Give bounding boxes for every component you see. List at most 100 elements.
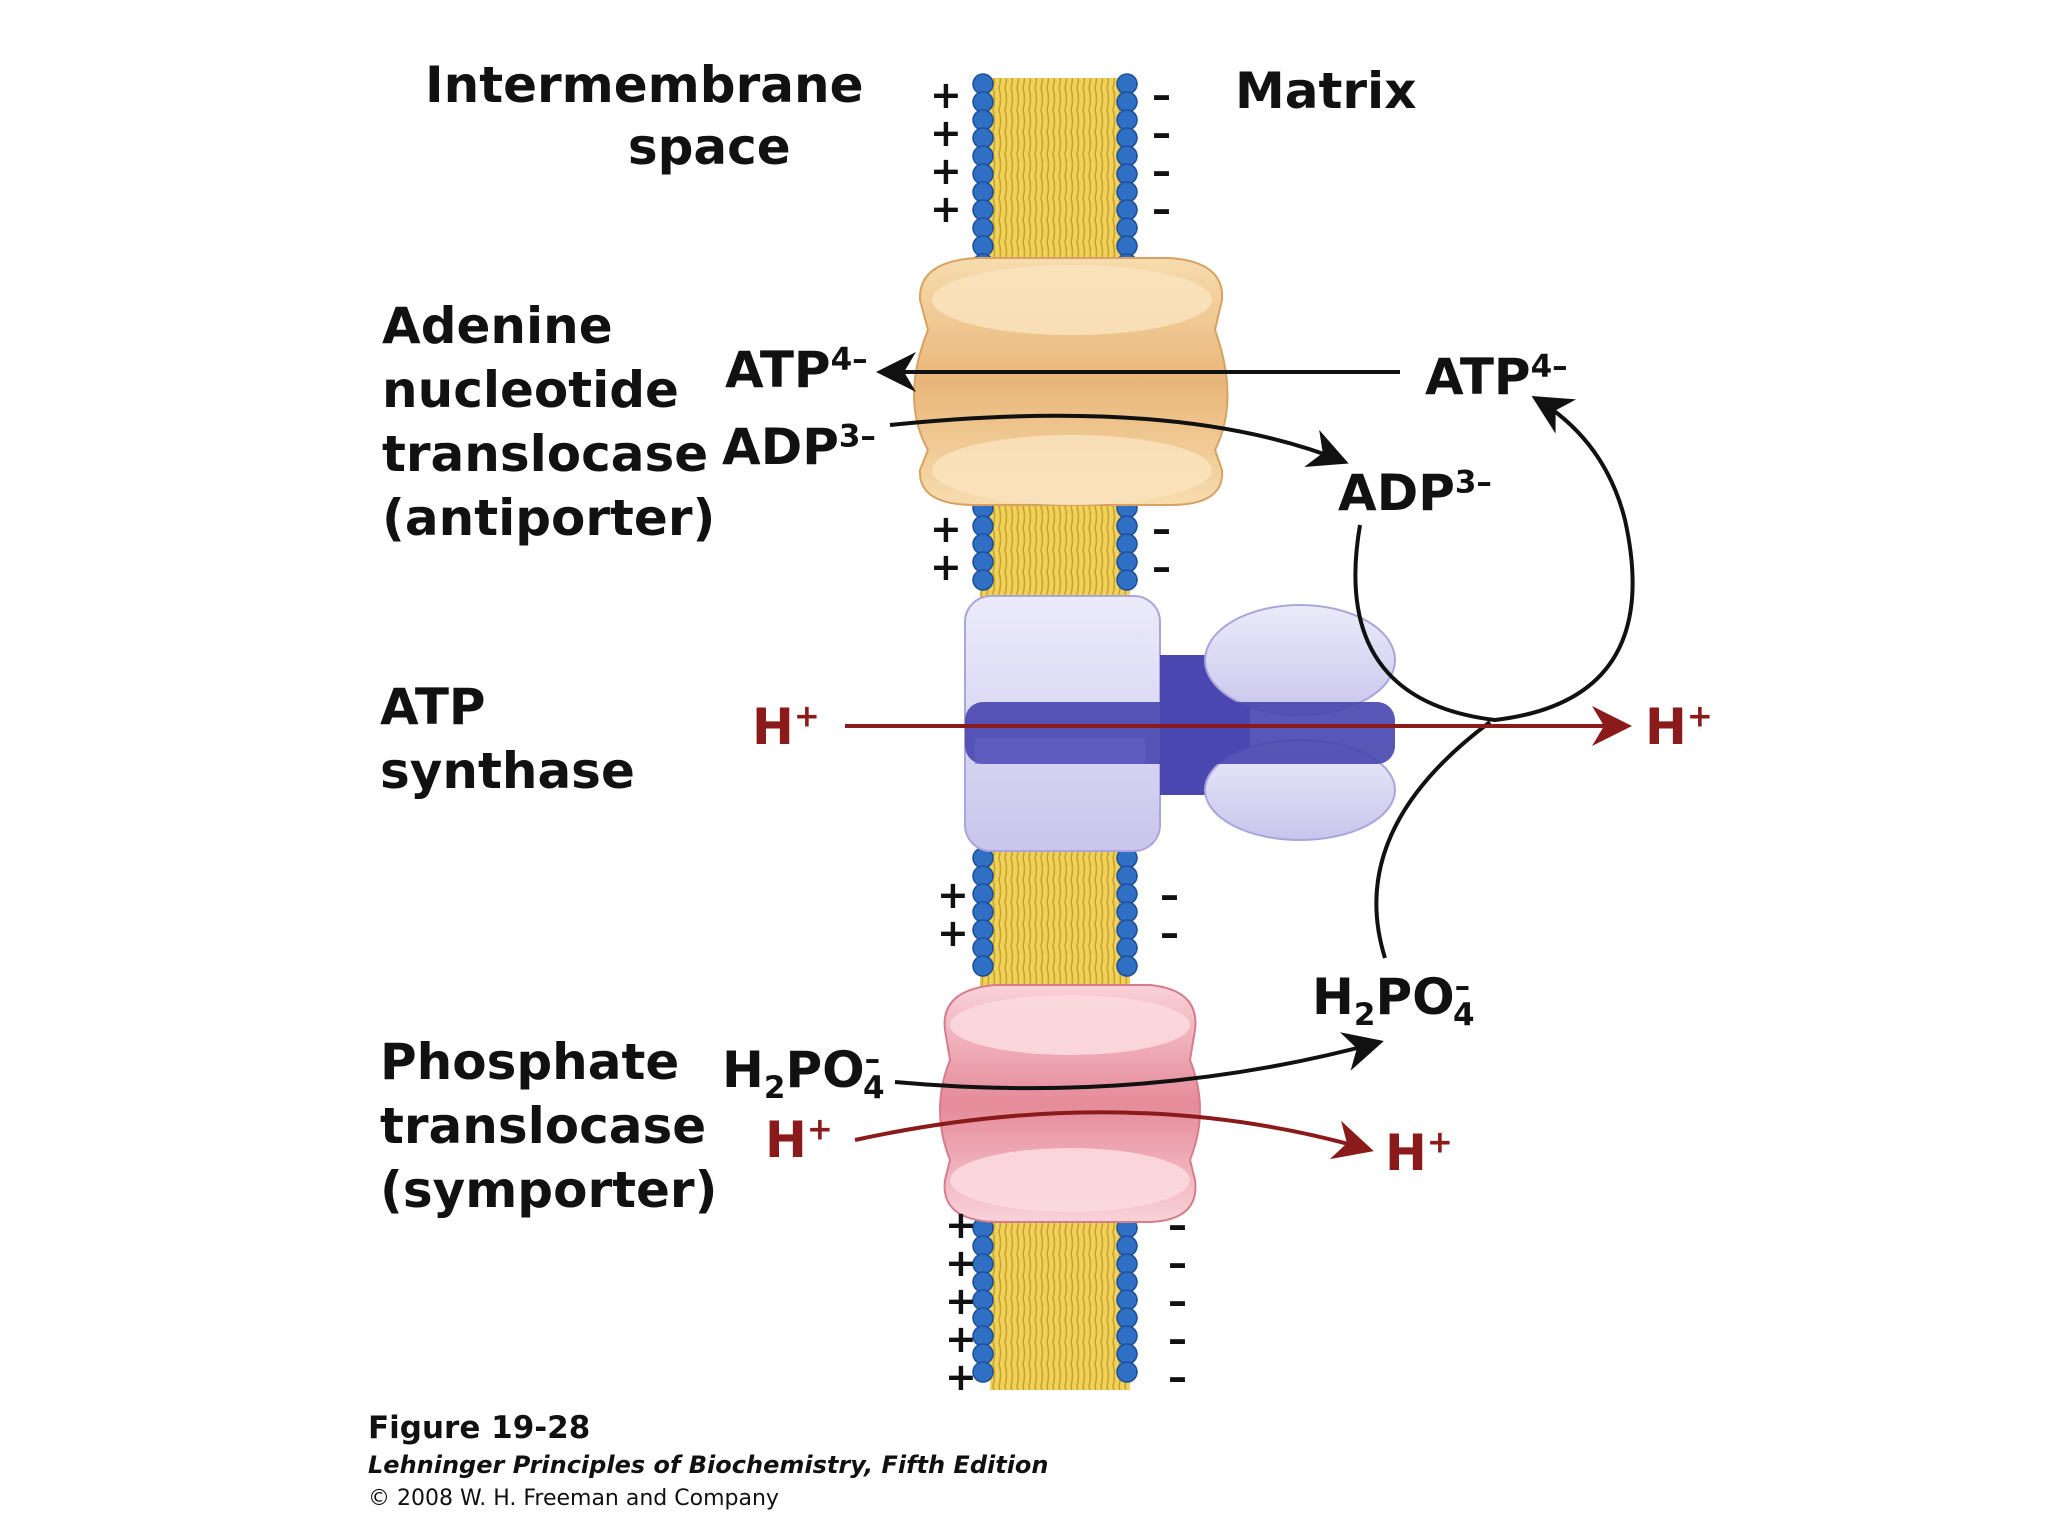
atp-text: ATP [1425, 348, 1531, 406]
lipid-head [1116, 1289, 1138, 1311]
lipid-head [972, 109, 994, 131]
adp-matrix-label: ADP3– [1338, 467, 1492, 518]
proton-text: H [1645, 698, 1687, 756]
lipid-head [972, 533, 994, 555]
figure-caption: Figure 19-28 Lehninger Principles of Bio… [368, 1408, 1049, 1516]
proton-text: H [765, 1111, 807, 1169]
lipid-head [1116, 533, 1138, 555]
plus-charge: + [930, 507, 962, 551]
atp-synthase-label: ATP synthase [380, 675, 635, 803]
lipid-head [1116, 1307, 1138, 1329]
lipid-head [1116, 1361, 1138, 1383]
lipid-head [972, 127, 994, 149]
antiporter-label: Adenine nucleotide translocase (antiport… [382, 294, 715, 550]
lipid-head [1116, 569, 1138, 591]
lipid-head [1116, 515, 1138, 537]
lipid-head [972, 217, 994, 239]
lipid-head [972, 1361, 994, 1383]
lipid-head [1116, 199, 1138, 221]
phosphate-h: H [722, 1041, 764, 1099]
phosphate-sub4: 4 [1453, 997, 1475, 1033]
plus-charge: + [945, 1203, 977, 1247]
minus-charge: – [1152, 73, 1171, 117]
plus-charge: + [937, 873, 969, 917]
phosphate-po: PO [1375, 968, 1455, 1026]
lipid-head [972, 551, 994, 573]
bilayer-tails-lower [980, 850, 1130, 990]
phosphate-ims-label: H2PO–4 [722, 1044, 885, 1104]
proton-text: H [752, 698, 794, 756]
lipid-head [1116, 109, 1138, 131]
minus-charge: – [1160, 873, 1179, 917]
adp-ims-label: ADP3– [722, 421, 876, 472]
bilayer-tails-bottom [990, 1200, 1130, 1390]
antiporter-label-line1: Adenine [382, 297, 613, 355]
antiporter-label-line2: nucleotide [382, 361, 679, 419]
phosphate-sub2: 2 [1353, 997, 1376, 1033]
atp-matrix-label: ATP4– [1425, 351, 1568, 402]
proton-ims-symport-label: H+ [765, 1114, 833, 1165]
lipid-head [1116, 181, 1138, 203]
phosphate-matrix-label: H2PO–4 [1312, 971, 1475, 1031]
lipid-head [972, 199, 994, 221]
lipid-head [972, 91, 994, 113]
proton-charge: + [793, 698, 820, 735]
atp-synthase-label-line1: ATP [380, 678, 486, 736]
lipid-head [972, 181, 994, 203]
lipid-head [1116, 1271, 1138, 1293]
copyright-line: © 2008 W. H. Freeman and Company [368, 1486, 779, 1511]
adp-charge: 3– [1454, 464, 1492, 501]
atp-text: ATP [725, 341, 831, 399]
minus-charge: – [1168, 1317, 1187, 1361]
plus-charge: + [945, 1355, 977, 1399]
plus-charge: + [937, 911, 969, 955]
plus-charge: + [930, 149, 962, 193]
plus-charge: + [930, 187, 962, 231]
minus-charge: – [1152, 111, 1171, 155]
bilayer-tails-top [980, 78, 1130, 288]
phosphate-h: H [1312, 968, 1354, 1026]
matrix-label: Matrix [1235, 62, 1417, 120]
lipid-head [1116, 217, 1138, 239]
lipid-head [972, 235, 994, 257]
antiporter-label-line3: translocase [382, 425, 709, 483]
adp-text: ADP [722, 418, 839, 476]
proton-symport-arrow [854, 1110, 1374, 1160]
lipid-head [1116, 937, 1138, 959]
minus-charge: – [1152, 545, 1171, 589]
atp-charge: 4– [1530, 348, 1568, 385]
intermembrane-line1: Intermembrane [425, 56, 864, 114]
lipid-head [972, 515, 994, 537]
adp-to-atp-synthase-arrow [1353, 395, 1635, 723]
lipid-head [1116, 1253, 1138, 1275]
lipid-head [1116, 73, 1138, 95]
intermembrane-line2: space [627, 118, 791, 176]
plus-charge: + [930, 111, 962, 155]
adp-import-arrow [889, 413, 1349, 468]
antiporter-label-line4: (antiporter) [382, 489, 716, 547]
minus-charge: – [1152, 507, 1171, 551]
lipid-head [972, 955, 994, 977]
phosphate-sub4: 4 [863, 1070, 885, 1106]
lipid-head [1116, 1343, 1138, 1365]
figure-number: Figure 19-28 [368, 1410, 591, 1446]
lipid-head [972, 73, 994, 95]
phosphate-to-synthase-arrow [1374, 720, 1492, 959]
lipid-head [972, 883, 994, 905]
plus-charge: + [945, 1317, 977, 1361]
intermembrane-space-label: Intermembrane space [425, 60, 863, 172]
minus-charge: – [1168, 1279, 1187, 1323]
phosphate-import-arrow [894, 1032, 1384, 1091]
minus-charge: – [1152, 149, 1171, 193]
minus-charge: – [1160, 911, 1179, 955]
atp-ims-label: ATP4– [725, 344, 868, 395]
lipid-head [972, 919, 994, 941]
atp-charge: 4– [830, 341, 868, 378]
lipid-head [1116, 883, 1138, 905]
symporter-label-line1: Phosphate [380, 1033, 680, 1091]
lipid-head [972, 569, 994, 591]
symporter-label-line2: translocase [380, 1097, 707, 1155]
adp-text: ADP [1338, 464, 1455, 522]
minus-charge: – [1168, 1355, 1187, 1399]
